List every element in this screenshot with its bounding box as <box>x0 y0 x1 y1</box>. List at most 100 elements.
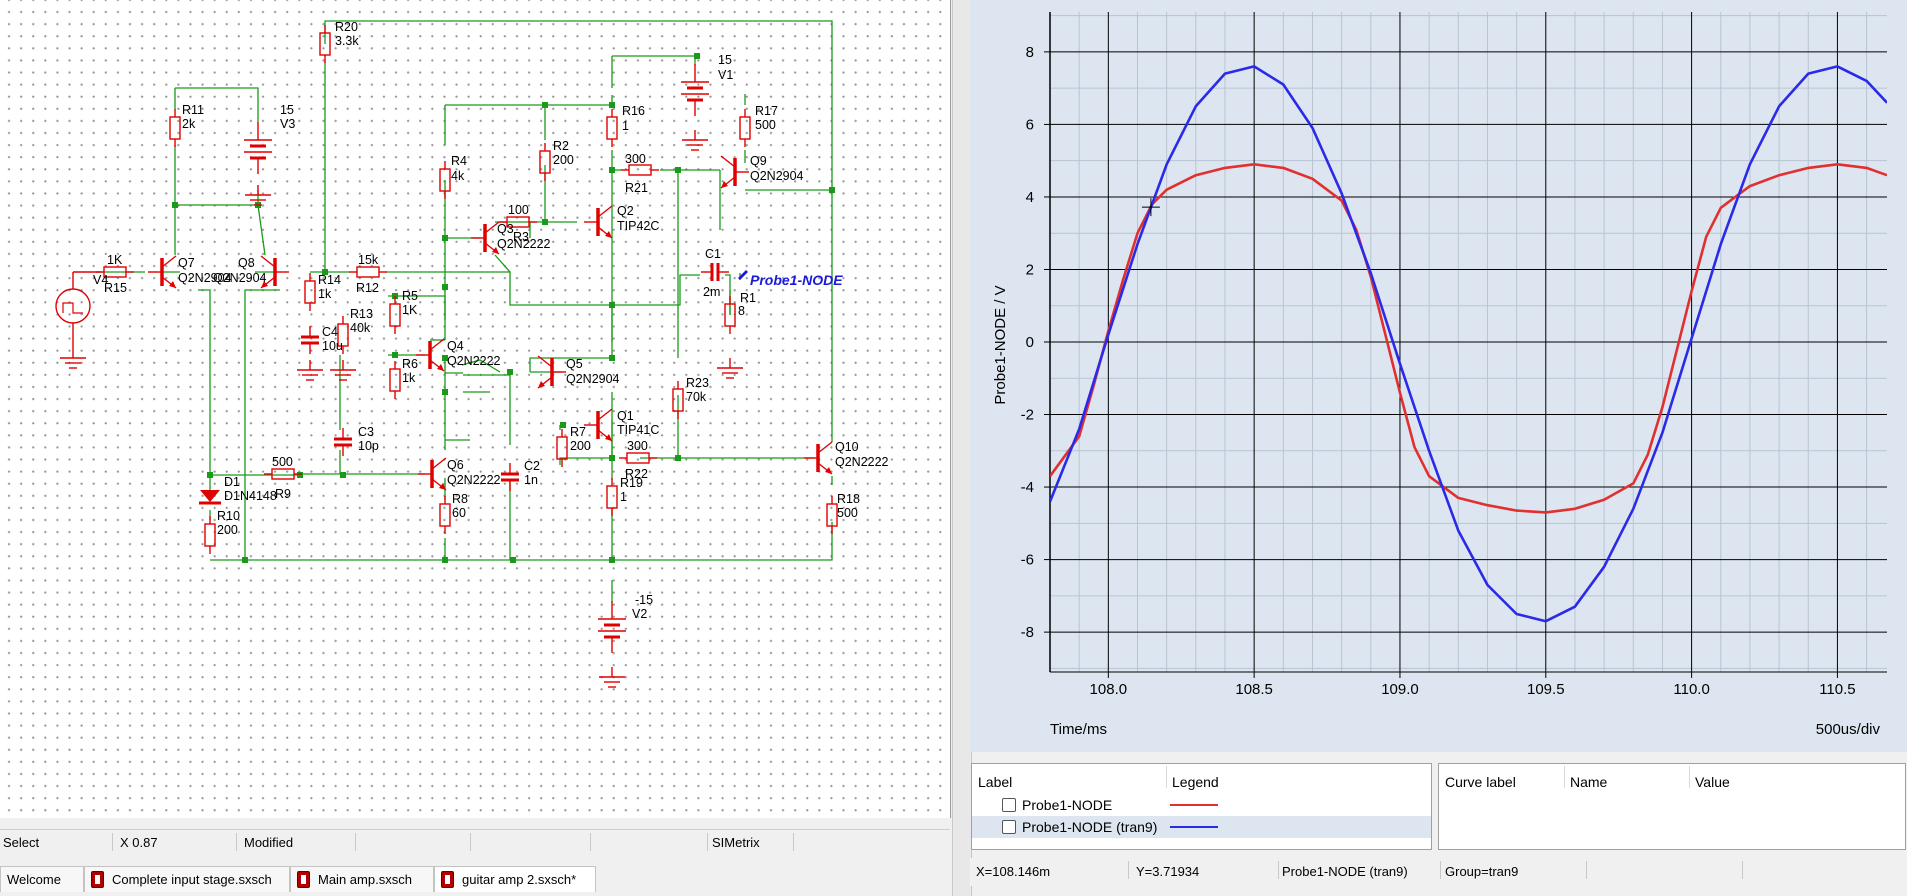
value-R11: 2k <box>182 117 196 131</box>
value-Q3: Q2N2222 <box>497 237 551 251</box>
value-R18: 500 <box>837 506 858 520</box>
value-R9: 500 <box>272 455 293 469</box>
wires <box>100 20 833 602</box>
probe-label[interactable]: Probe1-NODE <box>750 272 843 288</box>
curve-col-curve-label[interactable]: Curve label <box>1445 774 1516 790</box>
mode-status: Select <box>3 835 40 850</box>
label-C2: C2 <box>524 459 540 473</box>
value-R14: 1k <box>318 287 332 301</box>
legend-row[interactable]: Probe1-NODE <box>972 794 1431 816</box>
label-R18: R18 <box>837 492 860 506</box>
value-R16: 1 <box>622 119 629 133</box>
value-R1: 8 <box>738 304 745 318</box>
y-tick-label: 8 <box>1026 44 1034 61</box>
label-R11: R11 <box>182 103 204 117</box>
cursor-y-readout: Y=3.71934 <box>1136 864 1200 879</box>
schematic-status-bar: Select X 0.87 Modified SIMetrix <box>0 829 950 854</box>
label-C3: C3 <box>358 425 374 439</box>
label-Q2: Q2 <box>617 204 634 218</box>
value-R6: 1k <box>402 371 416 385</box>
cursor-curve-readout: Probe1-NODE (tran9) <box>1282 864 1408 879</box>
series-line-2 <box>1050 65 1887 623</box>
y-axis-label: Probe1-NODE / V <box>992 285 1009 404</box>
schematic-file-icon <box>441 871 454 888</box>
tab-complete-input-stage[interactable]: Complete input stage.sxsch <box>84 866 290 892</box>
value-R5: 1K <box>402 303 418 317</box>
document-tabs: Welcome Complete input stage.sxsch Main … <box>0 864 960 896</box>
value-R23: 70k <box>686 390 707 404</box>
value-Q8: Q2N2904 <box>213 271 267 285</box>
tab-label: Complete input stage.sxsch <box>112 872 272 887</box>
value-Q1: TIP41C <box>617 423 659 437</box>
y-tick-label: -6 <box>1021 552 1034 569</box>
label-Q5: Q5 <box>566 357 583 371</box>
label-R20: R20 <box>335 20 358 34</box>
value-R10: 200 <box>217 523 238 537</box>
curve-col-name[interactable]: Name <box>1570 774 1608 790</box>
value-Q4: Q2N2222 <box>447 354 501 368</box>
value-C1: 2m <box>703 285 720 299</box>
x-tick-label: 108.0 <box>1090 681 1128 698</box>
zoom-status: X 0.87 <box>120 835 158 850</box>
value-C4: 10u <box>322 339 343 353</box>
components[interactable] <box>55 24 838 688</box>
major-grid <box>1044 12 1887 678</box>
curve-col-value[interactable]: Value <box>1695 774 1730 790</box>
label-V2: V2 <box>632 607 647 621</box>
junction-dots <box>172 53 835 563</box>
value-V2: -15 <box>635 593 653 607</box>
label-V1: V1 <box>718 68 733 82</box>
value-Q6: Q2N2222 <box>447 473 501 487</box>
tab-label: guitar amp 2.sxsch* <box>462 872 577 887</box>
value-Q10: Q2N2222 <box>835 455 889 469</box>
legend-col-legend: Legend <box>1172 774 1219 790</box>
value-R15: 1K <box>107 253 123 267</box>
value-Q7: Q2N2904 <box>178 271 232 285</box>
graph-status-bar: X=108.146m Y=3.71934 Probe1-NODE (tran9)… <box>970 858 1907 886</box>
value-R8: 60 <box>452 506 466 520</box>
label-Q7: Q7 <box>178 256 195 270</box>
pane-splitter[interactable] <box>952 0 972 896</box>
value-Q9: Q2N2904 <box>750 169 804 183</box>
series-lines <box>1050 65 1887 623</box>
label-R2: R2 <box>553 139 569 153</box>
y-tick-label: 4 <box>1026 189 1034 206</box>
group-readout: Group=tran9 <box>1445 864 1519 879</box>
x-tick-label: 109.5 <box>1527 681 1565 698</box>
label-V3-value: 15 <box>280 103 294 117</box>
label-R4: R4 <box>451 154 467 168</box>
label-R3: R3 <box>513 230 529 244</box>
label-C4: C4 <box>322 325 338 339</box>
label-Q6: Q6 <box>447 458 464 472</box>
label-C1: C1 <box>705 247 721 261</box>
x-tick-label: 110.0 <box>1673 681 1709 698</box>
y-tick-label: 6 <box>1026 116 1034 133</box>
y-tick-label: 2 <box>1026 261 1034 278</box>
label-Q3: Q3 <box>497 222 514 236</box>
legend-checkbox[interactable] <box>1002 798 1016 812</box>
value-R2: 200 <box>553 153 574 167</box>
tab-label: Welcome <box>7 872 61 887</box>
y-tick-label: -4 <box>1021 479 1034 496</box>
value-C3: 10p <box>358 439 379 453</box>
value-R12: 15k <box>358 253 379 267</box>
label-R23: R23 <box>686 376 709 390</box>
tab-welcome[interactable]: Welcome <box>0 866 84 892</box>
label-R21: R21 <box>625 181 648 195</box>
label-R15: R15 <box>104 281 127 295</box>
legend-row[interactable]: Probe1-NODE (tran9) <box>972 816 1431 838</box>
tab-main-amp[interactable]: Main amp.sxsch <box>290 866 434 892</box>
value-Q5: Q2N2904 <box>566 372 620 386</box>
legend-checkbox[interactable] <box>1002 820 1016 834</box>
curve-table-panel: Curve label Name Value <box>1438 763 1906 850</box>
legend-swatch <box>1170 826 1218 828</box>
cursor-crosshair[interactable] <box>1141 198 1160 217</box>
tab-guitar-amp-2[interactable]: guitar amp 2.sxsch* <box>434 866 596 892</box>
value-C2: 1n <box>524 473 538 487</box>
